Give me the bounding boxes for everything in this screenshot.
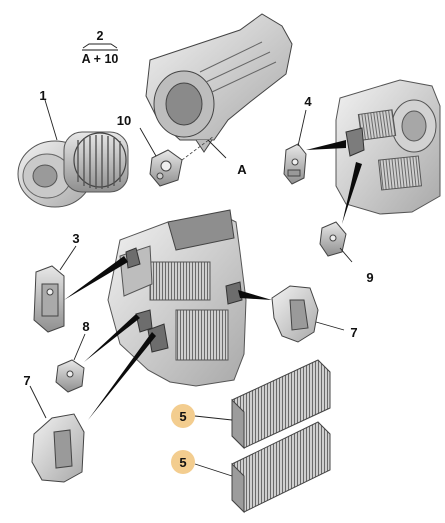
callout-7-right: 7 (350, 325, 357, 340)
pointer-wedges (64, 140, 362, 420)
callout-2-top: 2 (97, 29, 104, 43)
callout-a: A (237, 162, 247, 177)
callout-1: 1 (39, 88, 46, 103)
callout-9: 9 (366, 270, 373, 285)
actuator-10-part (149, 135, 215, 187)
hvac-central-assembly-part (107, 209, 247, 387)
cabin-filter-upper-part (231, 359, 331, 450)
callout-5-lower: 5 (179, 455, 186, 470)
pointer-wedge-7-right (238, 290, 272, 300)
air-intake-housing-part (145, 13, 293, 153)
highlight-badge-5-upper (171, 404, 195, 428)
pointer-wedge-8 (84, 314, 140, 362)
pointer-wedge-9 (342, 162, 362, 224)
pointer-wedge-3 (64, 256, 128, 300)
callout-8: 8 (82, 319, 89, 334)
cabin-filter-lower-part (231, 421, 331, 514)
callout-7-left: 7 (23, 373, 30, 388)
callout-4: 4 (304, 94, 312, 109)
blower-motor-part (17, 131, 129, 208)
brace (82, 43, 118, 49)
pointer-wedge-4 (306, 140, 346, 150)
actuator-8-part (55, 359, 85, 393)
heater-block-right-part (335, 79, 441, 215)
callout-5-upper: 5 (179, 409, 186, 424)
duct-7-left-part (31, 413, 85, 483)
actuator-9-part (319, 221, 347, 257)
pointer-wedge-7-left (88, 332, 156, 420)
callout-3: 3 (72, 231, 79, 246)
duct-7-right-part (271, 285, 319, 343)
highlight-badge-5-lower (171, 450, 195, 474)
actuator-3-part (33, 265, 65, 333)
callout-10: 10 (117, 113, 131, 128)
callout-2-bottom: A + 10 (82, 52, 119, 66)
actuator-4-part (283, 143, 307, 185)
leader-lines (29, 43, 353, 477)
